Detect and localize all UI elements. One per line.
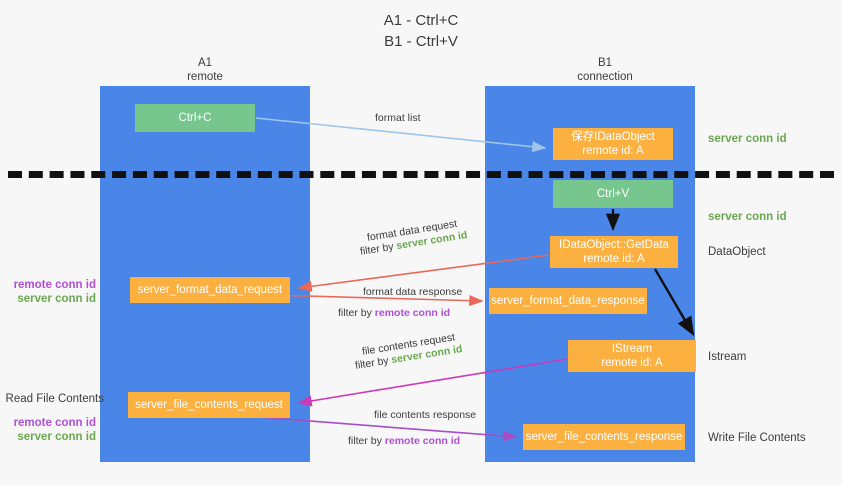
edge-label-format-list: format list bbox=[375, 112, 421, 124]
node-ctrl-c-line1: Ctrl+C bbox=[178, 112, 212, 124]
side-label-write-file-contents: Write File Contents bbox=[708, 432, 806, 444]
node-ctrl-v-line1: Ctrl+V bbox=[596, 188, 630, 200]
node-server-format-data-request-label: server_format_data_request bbox=[137, 284, 283, 296]
title-line-1: A1 - Ctrl+C bbox=[383, 12, 459, 29]
node-idataobject-getdata-line2: remote id: A bbox=[583, 253, 645, 265]
left-label-read-file-contents: Read File Contents bbox=[5, 393, 104, 405]
node-server-file-contents-request[interactable]: server_file_contents_request bbox=[128, 392, 290, 418]
edge-file-contents-request bbox=[297, 358, 568, 407]
node-istream-line2: remote id: A bbox=[601, 357, 663, 369]
column-header-b1: B1 connection bbox=[530, 56, 680, 84]
node-idataobject-getdata-line1: IDataObject::GetData bbox=[559, 239, 669, 251]
node-ctrl-v[interactable]: Ctrl+V bbox=[553, 180, 673, 208]
edge-label-format-data-response: format data response bbox=[363, 286, 463, 298]
node-server-format-data-response-label: server_format_data_response bbox=[491, 295, 645, 307]
column-header-b1-name: B1 bbox=[597, 57, 613, 69]
edge-format-data-request bbox=[297, 254, 550, 292]
node-save-idataobject-line1: 保存IDataObject bbox=[571, 131, 655, 143]
node-istream-line1: IStream bbox=[611, 343, 653, 355]
column-header-a1-name: A1 bbox=[197, 57, 213, 69]
side-label-istream: Istream bbox=[708, 351, 747, 363]
left-label-server-conn-id-1: server conn id bbox=[17, 293, 96, 305]
left-label-remote-conn-id-2: remote conn id bbox=[13, 417, 96, 429]
column-header-a1: A1 remote bbox=[130, 56, 280, 84]
left-label-server-conn-id-2: server conn id bbox=[17, 431, 96, 443]
node-server-file-contents-response[interactable]: server_file_contents_response bbox=[523, 424, 685, 450]
edge-label-file-contents-response-filter: filter by remote conn id bbox=[348, 434, 460, 448]
node-save-idataobject[interactable]: 保存IDataObject remote id: A bbox=[553, 128, 673, 160]
side-label-dataobject: DataObject bbox=[708, 246, 766, 258]
left-label-conn-ids-format: remote conn id server conn id bbox=[0, 278, 96, 306]
node-idataobject-getdata[interactable]: IDataObject::GetData remote id: A bbox=[550, 236, 678, 268]
node-server-format-data-response[interactable]: server_format_data_response bbox=[489, 288, 647, 314]
node-server-file-contents-response-label: server_file_contents_response bbox=[525, 431, 683, 443]
node-server-file-contents-request-label: server_file_contents_request bbox=[135, 399, 283, 411]
node-server-format-data-request[interactable]: server_format_data_request bbox=[130, 277, 290, 303]
edge-getdata-to-istream bbox=[653, 268, 695, 337]
edge-label-format-data-response-filter-value: remote conn id bbox=[374, 307, 451, 319]
edge-label-format-data-response-filter: filter by remote conn id bbox=[338, 306, 450, 320]
left-label-remote-conn-id-1: remote conn id bbox=[13, 279, 96, 291]
left-label-conn-ids-file: remote conn id server conn id bbox=[0, 416, 96, 444]
side-label-server-conn-id-top: server conn id bbox=[708, 133, 787, 145]
column-header-a1-sub: remote bbox=[187, 71, 223, 83]
node-save-idataobject-line2: remote id: A bbox=[582, 145, 644, 157]
edge-label-file-contents-response: file contents response bbox=[374, 409, 477, 421]
page-title: A1 - Ctrl+C B1 - Ctrl+V bbox=[0, 10, 842, 52]
column-header-b1-sub: connection bbox=[577, 71, 633, 83]
title-line-2: B1 - Ctrl+V bbox=[384, 33, 458, 50]
edge-format-list bbox=[255, 117, 547, 153]
phase-divider bbox=[8, 171, 834, 178]
node-istream[interactable]: IStream remote id: A bbox=[568, 340, 696, 372]
node-ctrl-c[interactable]: Ctrl+C bbox=[135, 104, 255, 132]
edge-label-format-data-response-filter-prefix: filter by bbox=[338, 307, 375, 319]
side-label-server-conn-id-mid: server conn id bbox=[708, 211, 787, 223]
edge-label-file-contents-response-filter-prefix: filter by bbox=[348, 435, 385, 447]
edge-label-file-contents-response-filter-value: remote conn id bbox=[384, 435, 461, 447]
